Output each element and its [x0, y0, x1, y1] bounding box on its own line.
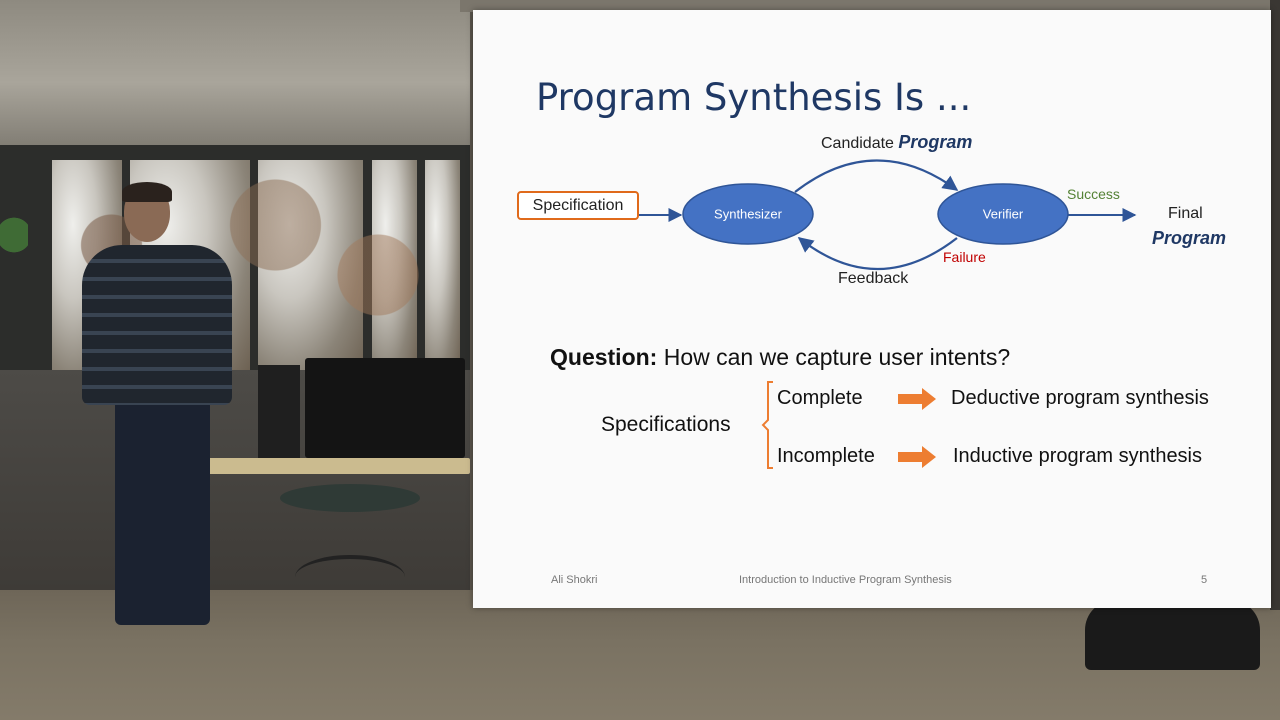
final-label: Final	[1168, 205, 1203, 222]
deductive-label: Deductive program synthesis	[951, 387, 1209, 409]
incomplete-label: Incomplete	[777, 445, 875, 467]
footer-page-number: 5	[1201, 574, 1208, 586]
success-label: Success	[1067, 186, 1120, 202]
feedback-label: Feedback	[838, 270, 909, 287]
candidate-program-label: Candidate Program	[821, 132, 972, 153]
floor	[0, 590, 1280, 720]
presenter-body	[82, 245, 232, 405]
chair	[280, 484, 420, 512]
incomplete-arrow-icon	[898, 446, 936, 468]
footer-course: Introduction to Inductive Program Synthe…	[739, 574, 952, 586]
wall-edge	[1270, 0, 1280, 610]
complete-label: Complete	[777, 387, 863, 409]
slide-title: Program Synthesis Is ...	[536, 76, 972, 119]
presenter-hair	[122, 182, 172, 202]
floor-chair	[1085, 600, 1260, 670]
candidate-emph: Program	[898, 132, 973, 152]
failure-label: Failure	[943, 249, 986, 265]
specifications-bracket	[761, 381, 773, 469]
chair-base	[295, 555, 405, 599]
table	[145, 458, 470, 474]
specification-label: Specification	[532, 196, 624, 214]
computer-tower	[258, 365, 300, 460]
complete-arrow-icon	[898, 388, 936, 410]
question-line: Question: How can we capture user intent…	[550, 344, 1010, 371]
candidate-arrow	[794, 159, 959, 193]
question-text: How can we capture user intents?	[663, 344, 1011, 370]
verifier-label: Verifier	[982, 206, 1024, 222]
specification-box: Specification	[517, 191, 639, 220]
monitor	[305, 358, 465, 458]
feedback-arrow	[797, 237, 958, 271]
specifications-label: Specifications	[601, 413, 731, 436]
synthesizer-node	[682, 183, 814, 245]
verifier-node	[937, 183, 1069, 245]
presenter-legs	[115, 400, 210, 625]
projected-slide: Program Synthesis Is ... Specification S…	[473, 10, 1271, 608]
plant	[0, 210, 28, 260]
question-label: Question:	[550, 344, 658, 370]
ceiling	[0, 0, 470, 150]
inductive-label: Inductive program synthesis	[953, 445, 1203, 467]
candidate-prefix: Candidate	[821, 135, 894, 152]
synthesizer-label: Synthesizer	[714, 206, 782, 222]
final-program-label: Program	[1152, 228, 1227, 248]
synthesis-diagram	[637, 159, 1137, 271]
footer-author: Ali Shokri	[551, 574, 598, 586]
wall-strip	[460, 0, 1280, 12]
